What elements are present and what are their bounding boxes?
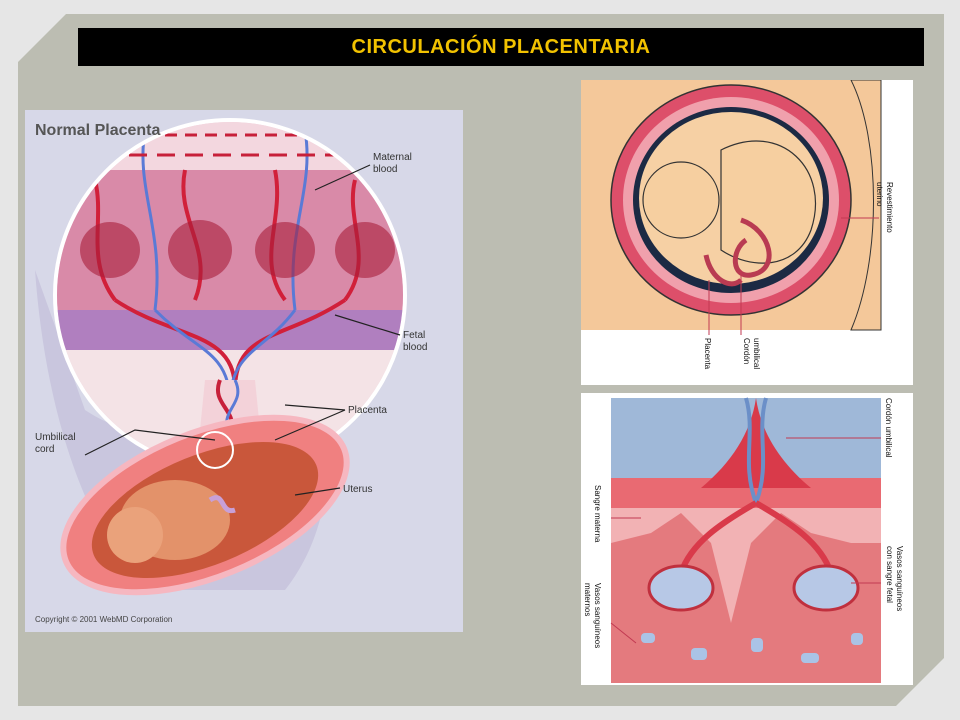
label-maternal-blood-1: Maternal (373, 152, 412, 163)
label-sangre-materna: Sangre materna (593, 485, 602, 543)
title-bar: CIRCULACIÓN PLACENTARIA (78, 28, 924, 66)
normal-placenta-figure: Normal Placenta Maternal blood Fetal blo… (25, 110, 463, 632)
label-fetal-blood-1: Fetal (403, 330, 425, 341)
label-revestimiento-1: Revestimiento (885, 182, 894, 233)
uterus-fetus-illustration: Revestimiento uterino Cordón umbilical P… (581, 80, 894, 370)
label-maternal-blood-2: blood (373, 164, 397, 175)
label-umbilical-cord-1: Umbilical (35, 432, 76, 443)
uterus-fetus-figure: Revestimiento uterino Cordón umbilical P… (581, 80, 913, 385)
label-umbilical-cord-2: cord (35, 444, 54, 455)
label-cordon-1: Cordón (742, 338, 751, 364)
label-placenta-es: Placenta (703, 338, 712, 370)
label-revestimiento-2: uterino (875, 182, 884, 207)
label-vasos-fetal-1: Vasos sanguíneos (895, 546, 904, 611)
copyright-text: Copyright © 2001 WebMD Corporation (35, 615, 172, 624)
slide-title: CIRCULACIÓN PLACENTARIA (351, 35, 651, 58)
label-placenta: Placenta (348, 405, 387, 416)
normal-placenta-illustration: Normal Placenta Maternal blood Fetal blo… (25, 110, 463, 632)
label-vasos-maternos-1: Vasos sanguíneos (593, 583, 602, 648)
heading-normal-placenta: Normal Placenta (35, 122, 160, 139)
label-cordon-umbilical: Cordón umbilical (884, 398, 893, 458)
label-cordon-2: umbilical (752, 338, 761, 369)
placenta-vessels-figure: Cordón umbilical Sangre materna Vasos sa… (581, 393, 913, 685)
label-vasos-fetal-2: con sangre fetal (885, 546, 894, 603)
label-uterus: Uterus (343, 484, 372, 495)
placenta-vessels-illustration: Cordón umbilical Sangre materna Vasos sa… (583, 397, 904, 683)
label-fetal-blood-2: blood (403, 342, 427, 353)
label-vasos-maternos-2: maternos (583, 583, 592, 616)
